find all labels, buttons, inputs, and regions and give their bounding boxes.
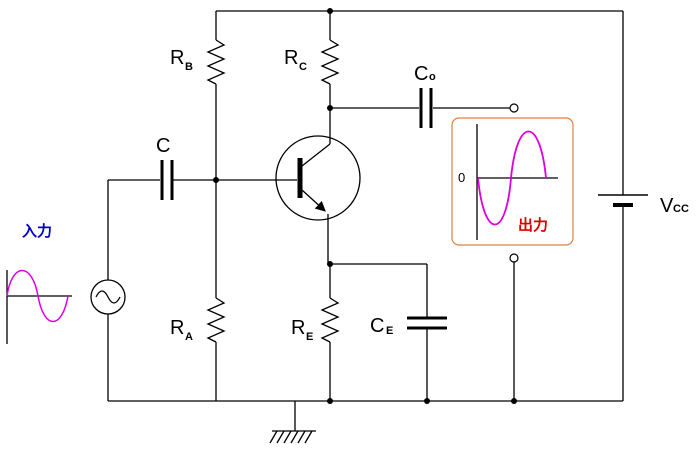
label-c: C — [156, 135, 170, 157]
battery-vcc — [598, 194, 648, 207]
label-rb: R — [170, 47, 184, 69]
scope-zero-label: 0 — [458, 170, 465, 185]
ground-icon — [269, 401, 316, 444]
output-terminal-top — [509, 103, 519, 113]
label-vcc-sub: CC — [673, 203, 689, 215]
input-waveform — [6, 269, 72, 344]
label-output: 出力 — [518, 216, 548, 234]
resistor-ra — [206, 297, 226, 401]
label-rc-sub: C — [299, 61, 307, 73]
label-input: 入力 — [22, 222, 52, 240]
resistor-rb — [206, 39, 226, 298]
label-co-sub: o — [429, 71, 436, 83]
label-vcc: V — [660, 195, 674, 217]
label-rb-sub: B — [185, 61, 193, 73]
junction-dot — [327, 8, 333, 14]
label-re-sub: E — [306, 331, 313, 343]
label-re: R — [291, 317, 305, 339]
output-scope — [451, 117, 574, 246]
label-ra: R — [170, 317, 184, 339]
label-co: C — [414, 63, 428, 85]
ac-source — [90, 180, 126, 401]
capacitor-co — [330, 88, 510, 128]
label-ra-sub: A — [185, 331, 193, 343]
ground-rail — [108, 205, 624, 402]
top-rail — [215, 10, 624, 195]
resistor-rc — [320, 39, 340, 108]
capacitor-c — [108, 160, 174, 200]
resistor-re — [320, 264, 340, 401]
label-rc: R — [284, 47, 298, 69]
label-ce-sub: E — [386, 325, 393, 337]
output-terminal-bottom — [509, 253, 519, 263]
transistor — [275, 108, 361, 264]
label-ce: C — [370, 315, 384, 337]
capacitor-ce — [330, 263, 447, 401]
